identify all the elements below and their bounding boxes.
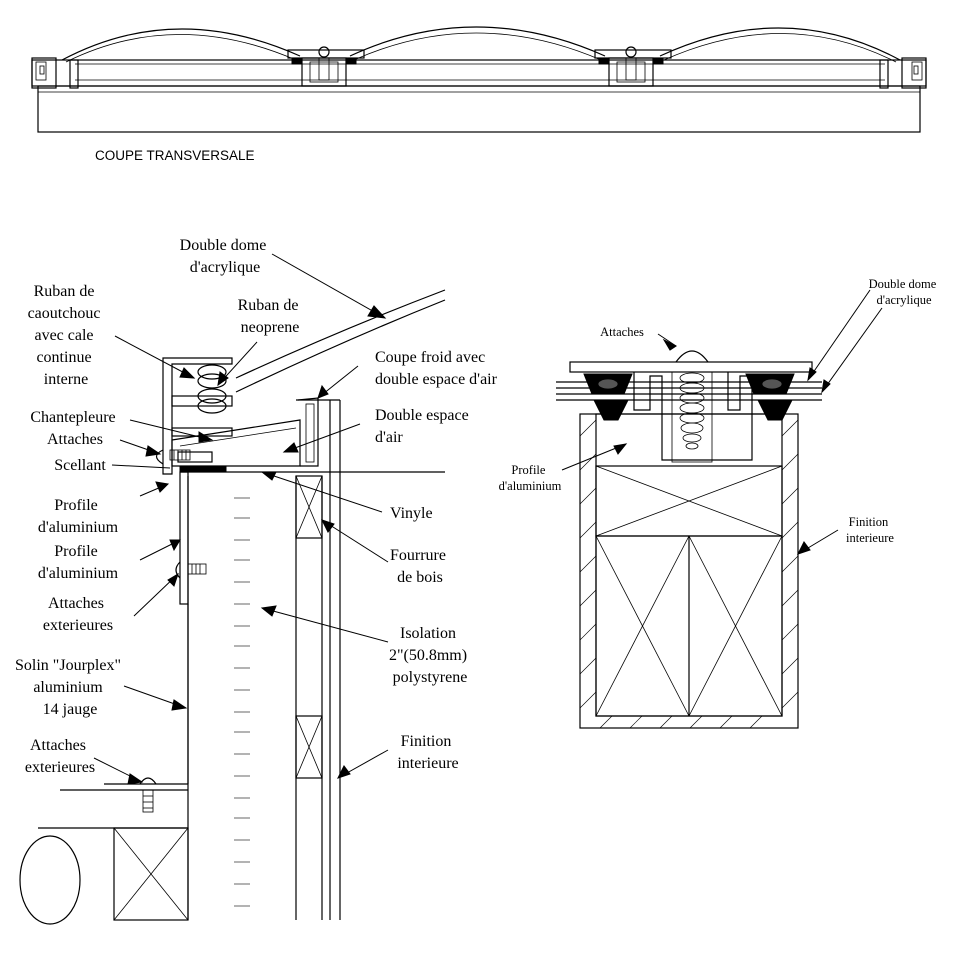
label-ruban-caoutchouc: Ruban de caoutchouc avec cale continue i…	[28, 283, 105, 388]
label-profile-1: Profile d'aluminium	[38, 497, 119, 536]
transverse-section: COUPE TRANSVERSALE	[31, 26, 927, 163]
label-vinyle: Vinyle	[390, 505, 433, 522]
label-solin: Solin "Jourplex" aluminium 14 jauge	[15, 657, 125, 718]
label-isolation: Isolation 2"(50.8mm) polystyrene	[389, 625, 471, 686]
label-ruban-neoprene: Ruban de neoprene	[238, 297, 303, 336]
left-detail: Double dome d'acrylique Ruban de caoutch…	[15, 237, 498, 925]
gasket-left	[583, 373, 633, 421]
label-profile-2: Profile d'aluminium	[38, 543, 119, 582]
label-coupe-froid: Coupe froid avec double espace d'air	[375, 349, 498, 388]
section-title: COUPE TRANSVERSALE	[95, 148, 255, 163]
label-double-espace: Double espace d'air	[375, 407, 473, 446]
right-detail: Attaches Double dome d'acrylique Profile…	[499, 277, 940, 729]
label-attaches-ext-1: Attaches exterieures	[43, 595, 113, 634]
gasket-right	[745, 373, 795, 421]
label-fourrure: Fourrure de bois	[390, 547, 450, 586]
label-double-dome: Double dome d'acrylique	[180, 237, 271, 276]
label-chantepleure: Chantepleure Attaches	[30, 409, 119, 448]
label-finition: Finition interieure	[397, 733, 458, 772]
label-profile-right: Profile d'aluminium	[499, 463, 562, 493]
connector-1	[287, 46, 365, 87]
label-double-dome-right: Double dome d'acrylique	[869, 277, 940, 307]
label-attaches-right: Attaches	[600, 325, 644, 339]
label-attaches-ext-2: Attaches exterieures	[25, 737, 95, 776]
label-scellant: Scellant	[54, 457, 106, 474]
label-finition-right: Finition interieure	[846, 515, 894, 545]
connector-2	[594, 46, 672, 87]
